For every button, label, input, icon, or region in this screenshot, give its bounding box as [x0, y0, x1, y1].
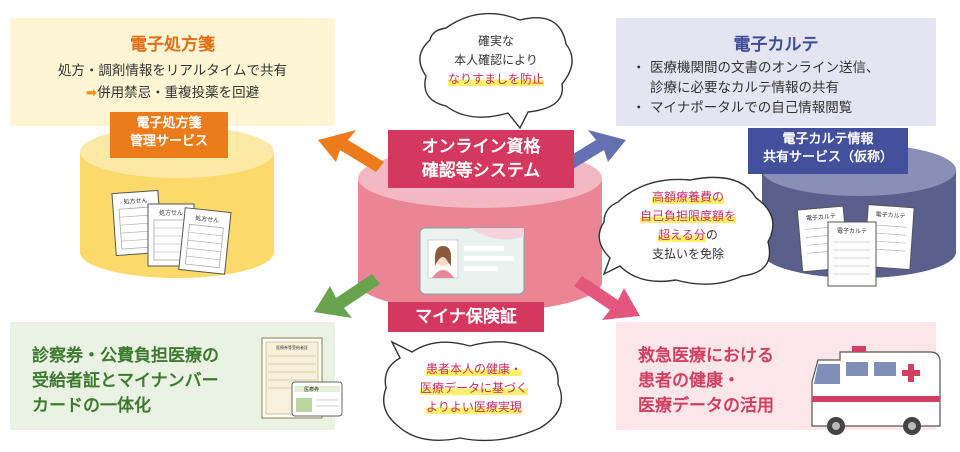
emr-panel: 電子カルテ 医療機関間の文書のオンライン送信、 診療に必要なカルテ情報の共有 マ…: [616, 18, 936, 126]
emr-feature-item: マイナポータルでの自己情報閲覧: [632, 98, 880, 118]
identity-bubble-line2: 本人確認により: [454, 53, 538, 67]
card-integration-line3: カードの一体化: [32, 396, 151, 416]
emr-documents: 電子カルテ 電子カルテ 電子カルテ: [796, 204, 915, 287]
emr-feature-item: 医療機関間の文書のオンライン送信、: [632, 58, 879, 78]
emr-db-label-line1: 電子カルテ情報: [782, 132, 874, 147]
cost-bubble-line2: 自己負担限度額を: [639, 209, 736, 223]
health-bubble-line3: よりよい医療実現: [426, 400, 522, 414]
identity-bubble-line1: 確実な: [477, 34, 514, 48]
emergency-text: 救急医療における 患者の健康・ 医療データの活用: [638, 344, 774, 419]
doc-label: 処方せん: [195, 214, 220, 224]
e-prescription-line2: ➡併用禁忌・重複投薬を回避: [85, 85, 260, 101]
identity-bubble-line3: なりすましを防止: [447, 72, 544, 86]
emergency-line3: 医療データの活用: [638, 396, 774, 416]
arrow-down-right-icon: [574, 276, 640, 320]
emr-db-label-line2: 共有サービス（仮称）: [762, 150, 893, 165]
cost-bubble: 高額療養費の 自己負担限度額を 超える分の 支払いを免除: [606, 188, 770, 264]
e-prescription-db-label: 電子処方箋 管理サービス: [110, 112, 228, 158]
center-label-line1: オンライン資格: [421, 137, 541, 157]
e-prescription-panel: 電子処方箋 処方・調剤情報をリアルタイムで共有 ➡併用禁忌・重複投薬を回避: [10, 18, 335, 126]
identity-bubble-shape: [419, 12, 573, 130]
cost-bubble-line3: 超える分の: [658, 228, 718, 242]
my-number-card: [419, 227, 525, 295]
doc-label: 処方せん: [159, 209, 183, 217]
emergency-line2: 患者の健康・: [638, 371, 740, 391]
e-prescription-line1: 処方・調剤情報をリアルタイムで共有: [57, 63, 288, 79]
emr-title: 電子カルテ: [733, 35, 819, 55]
arrow-up-right-icon: [560, 130, 626, 172]
doc-label: 処方せん: [123, 196, 148, 206]
right-arrow-icon: ➡: [85, 85, 98, 101]
card-integration-line1: 診察券・公費負担医療の: [32, 346, 219, 366]
ambulance-icon: [811, 346, 941, 435]
card-integration-text: 診察券・公費負担医療の 受給者証とマイナンバー カードの一体化: [32, 344, 219, 419]
online-qualification-system-label: オンライン資格 確認等システム: [388, 130, 574, 188]
arrow-down-left-icon: [314, 274, 380, 318]
emr-feature-list: 医療機関間の文書のオンライン送信、 診療に必要なカルテ情報の共有 マイナポータル…: [632, 58, 880, 118]
emr-db-label: 電子カルテ情報 共有サービス（仮称）: [748, 128, 908, 174]
arrow-up-left-icon: [318, 130, 384, 172]
card-integration-line2: 受給者証とマイナンバー: [32, 371, 219, 391]
doc-label: 電子カルテ: [837, 228, 867, 235]
e-prescription-db-label-line2: 管理サービス: [129, 134, 208, 149]
health-bubble: 患者本人の健康・ 医療データに基づく よりよい医療実現: [392, 360, 556, 417]
cert-label: 医療券: [304, 386, 319, 393]
center-label-line2: 確認等システム: [421, 161, 541, 181]
doc-label: 医療券等受給者証: [276, 344, 308, 350]
doc-label: 電子カルテ: [806, 213, 837, 223]
e-prescription-description: 処方・調剤情報をリアルタイムで共有 ➡併用禁忌・重複投薬を回避: [10, 60, 335, 104]
health-bubble-line2: 医療データに基づく: [419, 381, 528, 395]
prescription-documents: 処方せん 処方せん 処方せん: [111, 189, 232, 275]
mynah-insurance-card-label: マイナ保険証: [388, 302, 544, 332]
cost-bubble-line4: 支払いを免除: [651, 247, 724, 261]
doc-label: 電子カルテ: [875, 211, 905, 220]
identity-bubble: 確実な 本人確認により なりすましを防止: [432, 32, 560, 89]
e-prescription-db-label-line1: 電子処方箋: [136, 116, 202, 131]
medical-certificate-documents: 医療券等受給者証 医療券: [261, 337, 343, 419]
cost-bubble-line1: 高額療養費の: [651, 190, 724, 204]
e-prescription-title: 電子処方箋: [130, 35, 215, 55]
person-icon: [432, 246, 454, 278]
health-bubble-line1: 患者本人の健康・: [425, 362, 522, 376]
emergency-line1: 救急医療における: [638, 346, 774, 366]
emr-feature-item-continued: 診療に必要なカルテ情報の共有: [650, 80, 839, 96]
